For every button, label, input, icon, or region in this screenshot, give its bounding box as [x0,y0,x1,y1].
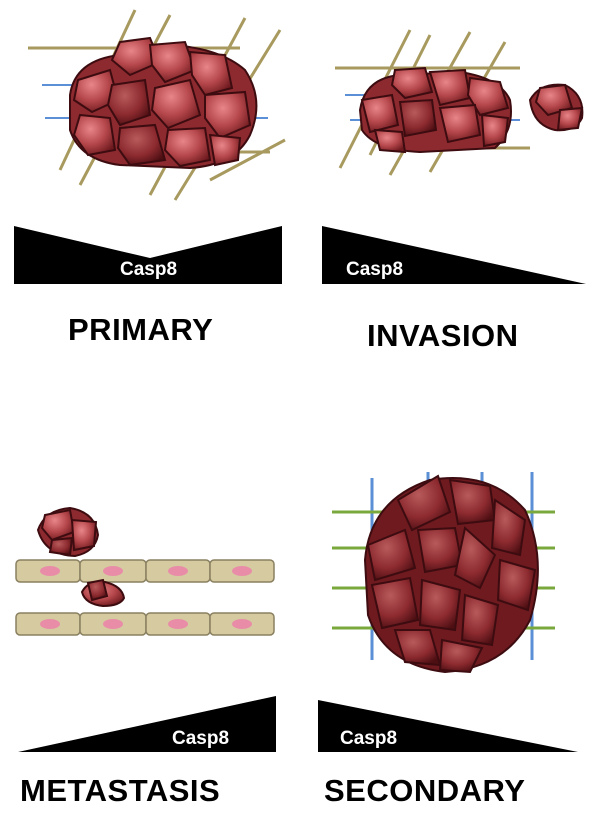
casp8-label-invasion: Casp8 [346,259,403,281]
metastasis-illustration [16,508,274,635]
blood-vessel-wall-upper [16,560,274,582]
stage-label-invasion: INVASION [367,318,519,354]
secondary-tumor-mass [365,476,538,672]
invading-cell [530,85,582,131]
stage-label-metastasis: METASTASIS [20,773,220,809]
circulating-tumor-cluster [38,508,98,556]
casp8-label-metastasis: Casp8 [172,728,229,750]
invasion-tumor-mass [360,68,511,152]
extravasating-cell [82,580,124,606]
stage-label-secondary: SECONDARY [324,773,525,809]
stage-label-primary: PRIMARY [68,312,213,348]
primary-tumor-mass [70,38,256,168]
wedge-metastasis [18,696,276,752]
secondary-tumor-illustration [332,472,555,672]
casp8-label-primary: Casp8 [120,259,177,281]
invasion-illustration [335,30,582,175]
casp8-label-secondary: Casp8 [340,728,397,750]
primary-tumor-illustration [28,10,285,200]
blood-vessel-wall-lower [16,613,274,635]
